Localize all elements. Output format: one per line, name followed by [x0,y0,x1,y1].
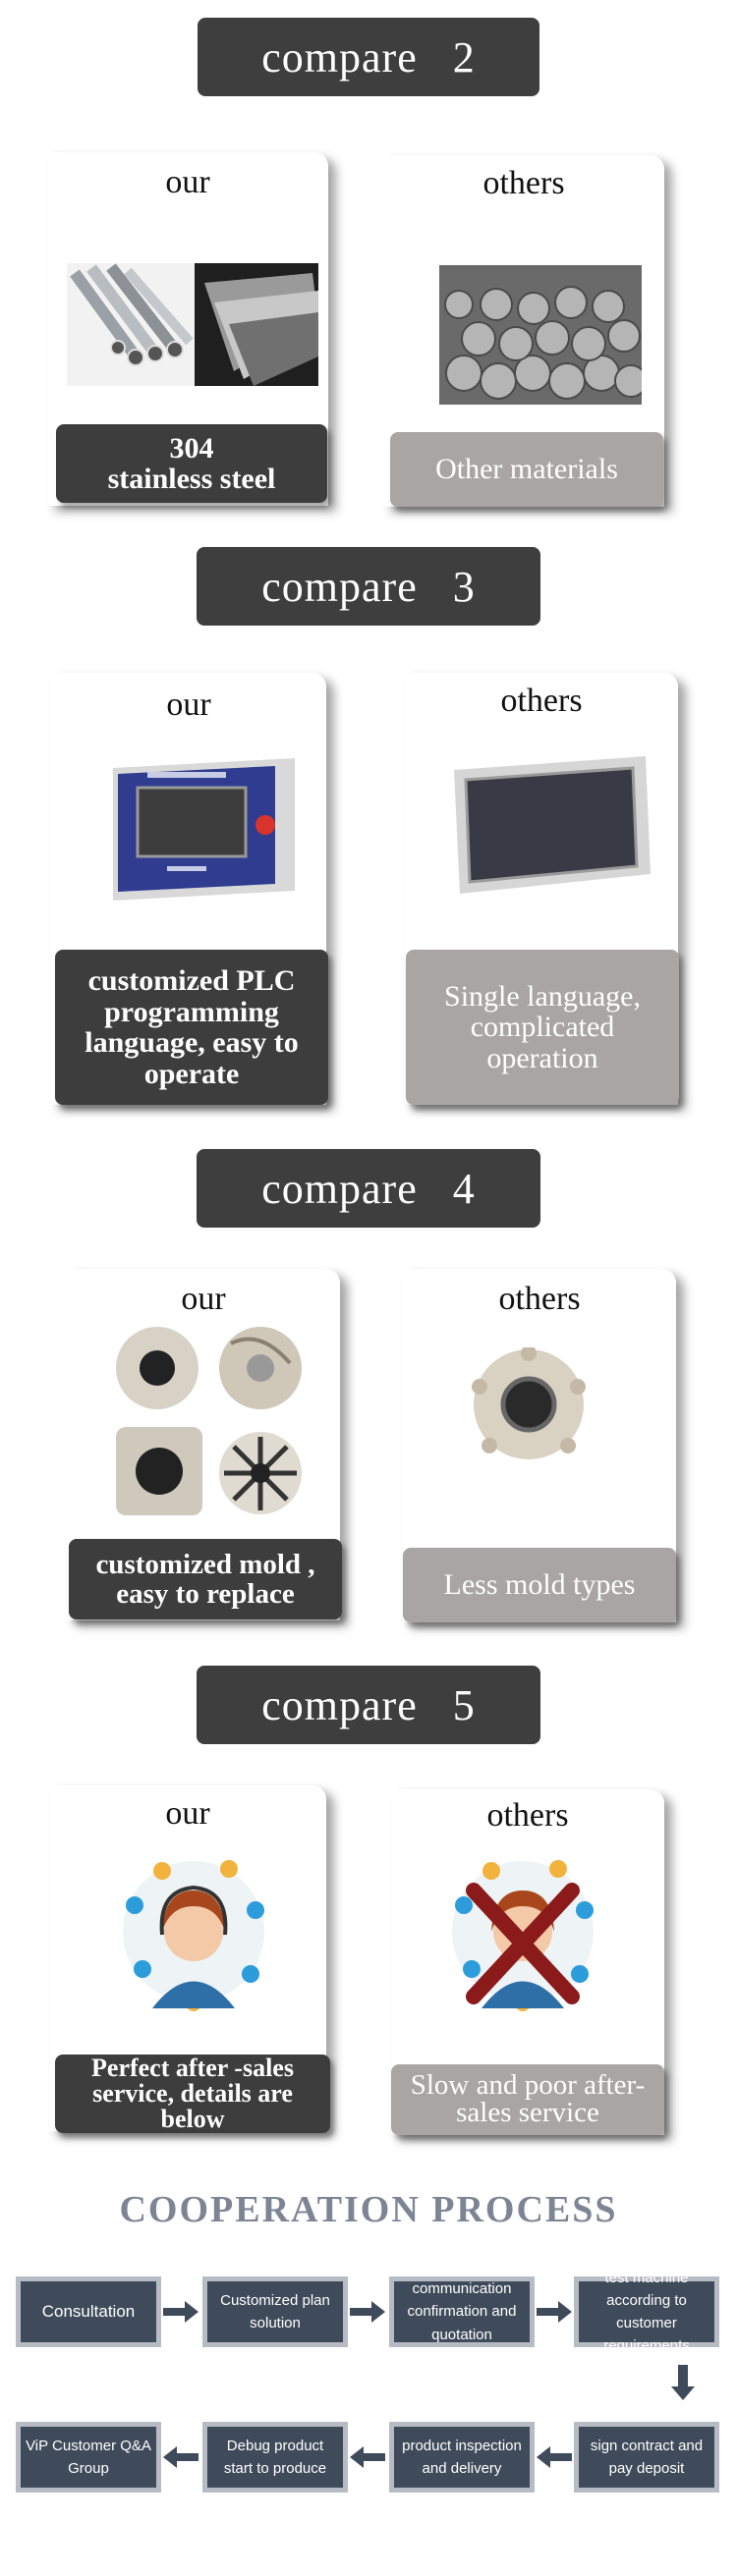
customer-service-icon [123,1860,264,2011]
plain-panel-image [454,756,651,894]
steel-pipes-image [67,263,195,386]
compare3-our-label: customized PLC programming language, eas… [55,950,328,1105]
poor-service-icon [452,1860,594,2011]
compare5-others-label: Slow and poor after-sales service [391,2064,664,2135]
step-quotation: communication confirmation and quotation [389,2276,535,2347]
arrow-left-icon [537,2446,572,2468]
compare2-our-label-line2: stainless steel [107,463,276,495]
compare2-banner: compare 2 [198,18,539,96]
aluminum-bars-image [439,265,642,405]
cooperation-process-title: COOPERATION PROCESS [119,2189,618,2230]
arrow-right-icon [163,2301,198,2323]
compare4-others-title: others [498,1281,581,1317]
compare3-others-title: others [500,683,583,719]
compare4-others-label: Less mold types [403,1548,676,1622]
compare4-our-title: our [181,1281,226,1317]
step-vip-customer-group: ViP Customer Q&A Group [16,2422,161,2493]
step-debug-product: Debug product start to produce [202,2422,348,2493]
custom-molds-image [116,1327,302,1515]
step-consultation: Consultation [16,2276,161,2347]
single-mold-image [472,1347,586,1459]
compare5-our-title: our [165,1795,210,1832]
compare5-our-label: Perfect after -sales service, details ar… [55,2055,330,2133]
arrow-left-icon [350,2446,385,2468]
compare3-others-label: Single language, complicated operation [406,950,679,1105]
arrow-right-icon [537,2301,572,2323]
compare3-our-title: our [166,686,211,723]
step-customized-plan: Customized plan solution [202,2276,348,2347]
arrow-down-icon [671,2365,695,2400]
compare5-others-title: others [486,1797,569,1834]
step-sign-contract: sign contract and pay deposit [574,2422,719,2493]
plc-panel-image [113,758,295,901]
compare4-banner: compare 4 [197,1149,540,1228]
steel-sheet-image [195,263,318,386]
compare3-banner: compare 3 [197,547,540,626]
compare2-others-title: others [482,165,565,201]
arrow-left-icon [163,2446,198,2468]
compare2-others-label: Other materials [390,432,663,507]
step-test-machine: test machine according to customer requi… [574,2270,719,2354]
arrow-right-icon [350,2301,385,2323]
step-inspection-delivery: product inspection and delivery [389,2422,535,2493]
compare2-our-label-line1: 304 [169,431,214,465]
compare4-our-label: customized mold , easy to replace [69,1539,342,1619]
compare2-our-title: our [165,164,210,200]
compare2-our-label: 304 stainless steel [56,424,327,503]
compare5-banner: compare 5 [197,1666,540,1744]
